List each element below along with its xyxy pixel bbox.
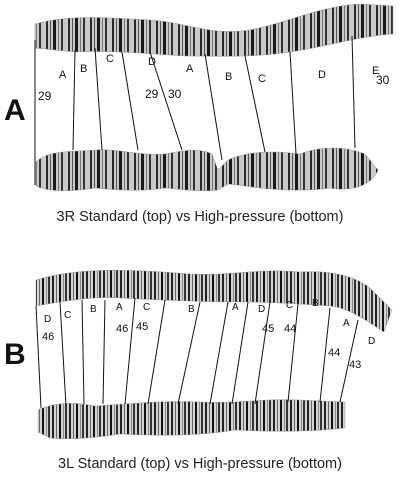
band-label-3l-8: C — [286, 300, 293, 311]
connector-line-3l-1 — [59, 301, 67, 407]
division-label-3l-3: 45 — [262, 323, 274, 335]
chromosome-3l-standard — [35, 269, 393, 333]
chromosome-3l-high-pressure — [37, 399, 346, 440]
division-label-3l-1: 46 — [116, 323, 128, 335]
division-label-3l-6: 43 — [349, 359, 361, 371]
band-label-3r-6: C — [258, 73, 266, 85]
band-label-3l-6: A — [232, 302, 239, 313]
connector-line-3r-2 — [94, 47, 103, 151]
connector-line-3l-8 — [231, 301, 249, 405]
division-label-3r-1: 29 — [145, 87, 159, 101]
band-label-3r-1: B — [80, 63, 87, 75]
division-label-3r-2: 30 — [168, 87, 182, 101]
band-connector-lines — [34, 35, 359, 409]
division-label-3l-4: 44 — [284, 323, 296, 335]
band-label-3r-7: D — [318, 69, 326, 81]
division-label-3l-0: 46 — [42, 331, 54, 343]
connector-line-3l-9 — [254, 301, 271, 405]
band-label-3l-2: B — [90, 304, 97, 315]
band-label-3r-8: E — [372, 65, 379, 77]
connector-line-3l-4 — [124, 297, 136, 405]
band-label-3r-0: A — [59, 69, 67, 81]
band-label-3l-5: B — [188, 304, 195, 315]
connector-line-3r-4 — [149, 51, 183, 151]
connector-line-3l-11 — [319, 307, 331, 403]
band-label-3l-9: B — [312, 298, 319, 309]
band-label-3l-11: D — [368, 336, 375, 347]
connector-line-3l-6 — [177, 301, 201, 405]
band-label-3l-3: A — [116, 302, 123, 313]
connector-line-3r-7 — [289, 51, 297, 155]
panel-label-a: A — [4, 94, 26, 127]
caption-panel-b: 3L Standard (top) vs High-pressure (bott… — [58, 456, 342, 472]
connector-line-3l-5 — [147, 299, 166, 405]
caption-panel-a: 3R Standard (top) vs High-pressure (bott… — [56, 209, 344, 225]
band-label-3r-3: D — [148, 56, 156, 68]
connector-line-3r-6 — [244, 55, 266, 153]
band-label-3l-1: C — [64, 310, 71, 321]
panel-label-b: B — [4, 338, 26, 371]
connector-line-3l-3 — [102, 299, 106, 405]
division-label-3r-0: 29 — [38, 89, 52, 103]
connector-line-3l-10 — [287, 303, 299, 403]
connector-line-3r-8 — [351, 35, 356, 149]
band-label-3l-0: D — [44, 314, 51, 325]
chromosome-3r-standard — [34, 3, 394, 57]
band-label-3r-4: A — [186, 63, 194, 75]
chromosome-3r-high-pressure — [35, 147, 379, 192]
band-label-3l-7: D — [258, 304, 265, 315]
division-label-3l-5: 44 — [328, 347, 340, 359]
band-label-3r-2: C — [106, 53, 114, 65]
connector-line-3r-3 — [121, 51, 139, 151]
connector-line-3l-0 — [35, 305, 42, 409]
band-label-3l-10: A — [343, 318, 350, 329]
band-label-3r-5: B — [225, 71, 232, 83]
connector-line-3l-7 — [209, 301, 229, 405]
connector-line-3r-5 — [204, 53, 223, 161]
band-label-3l-4: C — [143, 302, 150, 313]
connector-line-3r-1 — [72, 49, 76, 151]
division-label-3l-2: 45 — [136, 321, 148, 333]
connector-line-3l-2 — [81, 299, 85, 405]
connector-line-3l-12 — [339, 319, 359, 403]
division-label-3r-3: 30 — [376, 73, 390, 87]
